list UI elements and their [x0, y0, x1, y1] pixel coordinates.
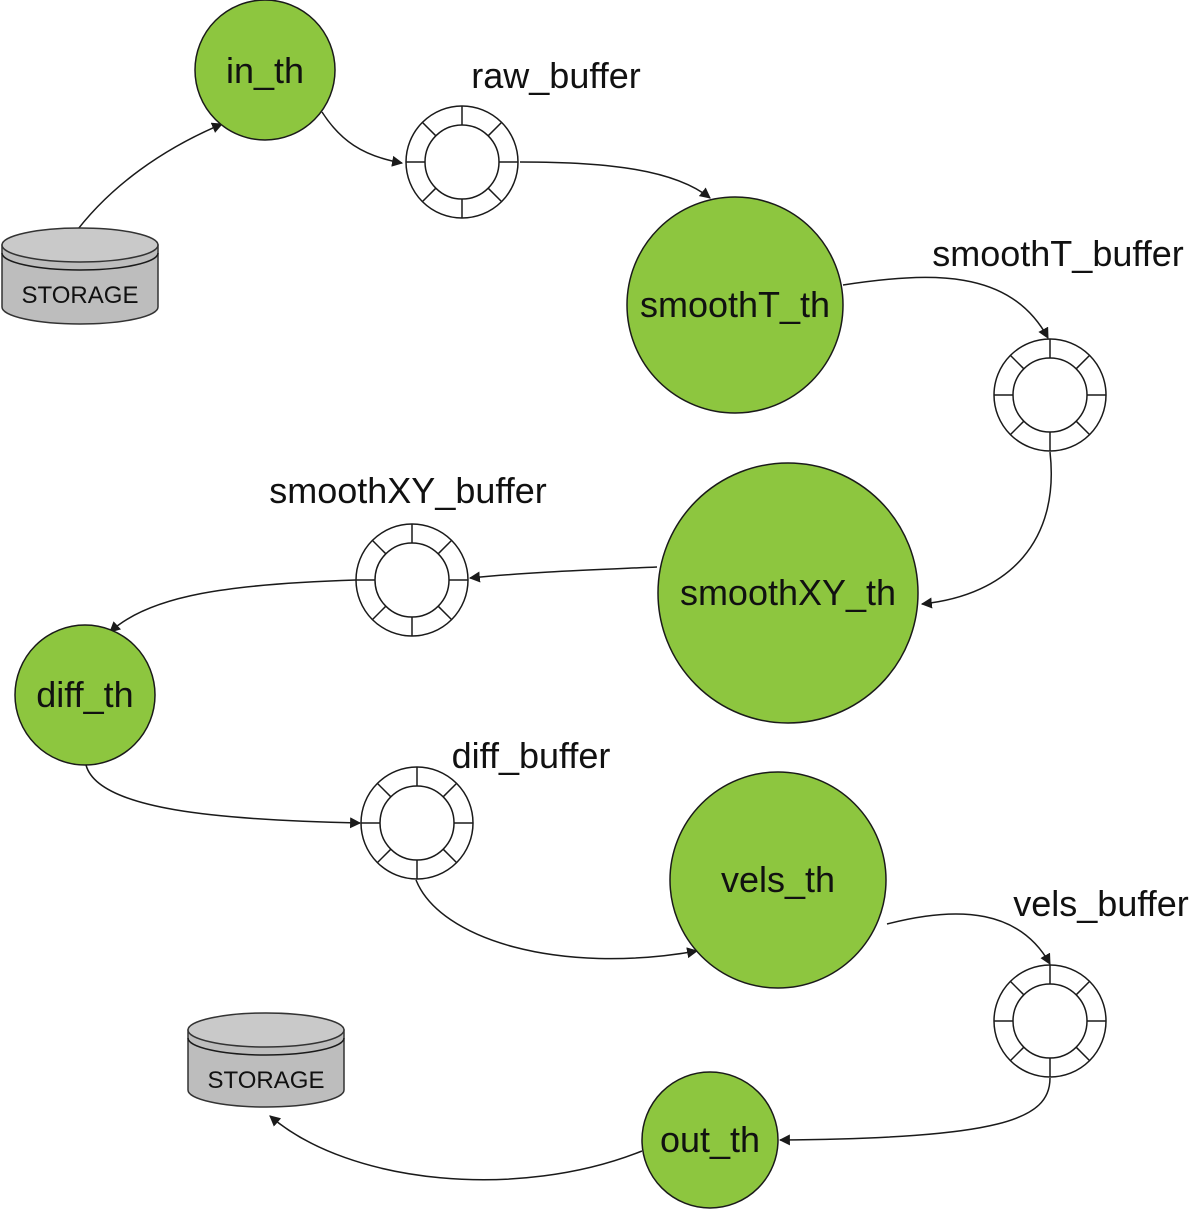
ring-segment-divider — [376, 782, 392, 798]
storage-input-label: STORAGE — [22, 282, 139, 309]
ring-buffer-raw — [405, 105, 519, 219]
edge-in-th-to-raw-buffer — [321, 111, 404, 167]
ring-segment-divider — [487, 121, 503, 137]
edge-diff-th-to-diff-buffer — [85, 764, 362, 829]
edge-diff-buffer-to-vels-th — [415, 879, 699, 960]
edge-smoothxy-th-to-smoothxy-buffer — [468, 566, 658, 583]
edge-smootht-buffer-to-smoothxy-th — [920, 451, 1052, 609]
edge-vels-buffer-to-out-th — [778, 1077, 1051, 1146]
ring-buffer-smoothxy — [355, 523, 469, 637]
buffer-label-smoothxy: smoothXY_buffer — [269, 470, 547, 511]
thread-label-out-th: out_th — [660, 1119, 760, 1160]
thread-label-vels-th: vels_th — [721, 859, 835, 900]
ring-inner — [379, 785, 455, 861]
thread-node-in-th: in_th — [194, 0, 336, 141]
buffer-label-raw: raw_buffer — [471, 55, 640, 96]
edge-smootht-th-to-smootht-buffer — [842, 276, 1049, 339]
ring-segment-divider — [1009, 1046, 1025, 1062]
storage-input-icon: STORAGE — [1, 227, 159, 325]
ring-segment-divider — [371, 605, 387, 621]
ring-inner — [1012, 357, 1088, 433]
edge-vels-th-to-vels-buffer — [886, 913, 1051, 965]
ring-segment-divider — [1009, 420, 1025, 436]
thread-label-smoothxy-th: smoothXY_th — [680, 572, 896, 613]
ring-segment-divider — [487, 187, 503, 203]
edge-out-th-to-storage — [269, 1115, 643, 1181]
ring-buffer-diff — [360, 766, 474, 880]
ring-inner — [374, 542, 450, 618]
thread-label-smootht-th: smoothT_th — [640, 284, 830, 325]
ring-segment-divider — [1075, 354, 1091, 370]
thread-label-in-th: in_th — [226, 50, 304, 91]
ring-segment-divider — [421, 187, 437, 203]
ring-segment-divider — [421, 121, 437, 137]
ring-segment-divider — [437, 539, 453, 555]
buffer-label-diff: diff_buffer — [452, 735, 611, 776]
ring-segment-divider — [1075, 980, 1091, 996]
ring-segment-divider — [1075, 420, 1091, 436]
ring-segment-divider — [1075, 1046, 1091, 1062]
ring-segment-divider — [1009, 980, 1025, 996]
ring-inner — [1012, 983, 1088, 1059]
thread-node-diff-th: diff_th — [14, 624, 156, 766]
ring-segment-divider — [371, 539, 387, 555]
storage-output-icon: STORAGE — [187, 1012, 345, 1108]
ring-segment-divider — [1009, 354, 1025, 370]
ring-segment-divider — [442, 782, 458, 798]
thread-node-smootht-th: smoothT_th — [626, 196, 844, 414]
thread-node-smoothxy-th: smoothXY_th — [657, 462, 919, 724]
thread-node-vels-th: vels_th — [669, 771, 887, 989]
ring-buffer-vels — [993, 964, 1107, 1078]
ring-buffer-smootht — [993, 338, 1107, 452]
thread-label-diff-th: diff_th — [36, 674, 133, 715]
ring-segment-divider — [376, 848, 392, 864]
storage-output-label: STORAGE — [208, 1067, 325, 1094]
buffer-label-smootht: smoothT_buffer — [932, 233, 1183, 274]
buffer-label-vels: vels_buffer — [1013, 883, 1188, 924]
thread-node-out-th: out_th — [641, 1071, 779, 1209]
ring-segment-divider — [437, 605, 453, 621]
edge-smoothxy-buffer-to-diff-th — [109, 579, 357, 633]
ring-inner — [424, 124, 500, 200]
edge-storage-to-in-th — [71, 122, 224, 238]
ring-segment-divider — [442, 848, 458, 864]
edge-raw-buffer-to-smootht-th — [519, 161, 711, 199]
